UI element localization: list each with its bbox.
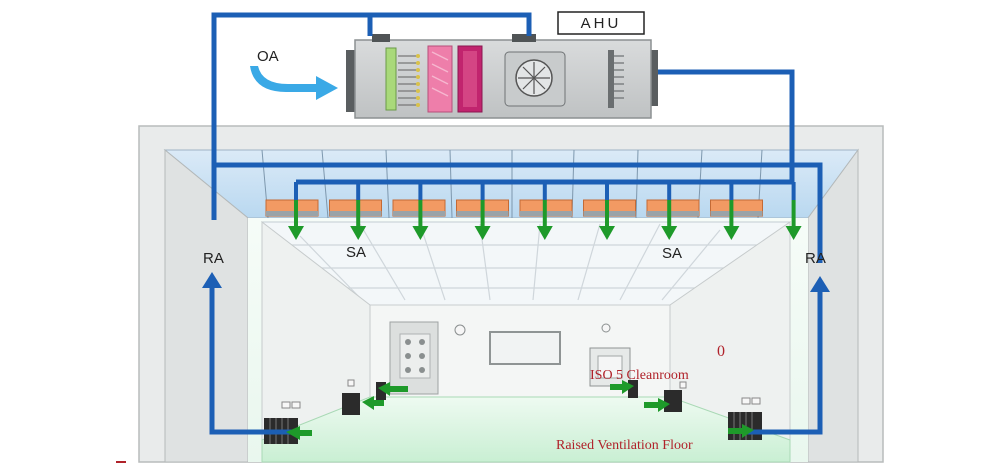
room-shell	[138, 125, 884, 463]
hepa-filter-frame	[329, 211, 382, 216]
supply-air-arrow	[661, 182, 678, 240]
oa-label: OA	[257, 48, 279, 65]
hepa-filter-frame	[266, 211, 318, 216]
ra-left-duct	[202, 272, 296, 435]
back-window	[489, 331, 561, 365]
sa-label-left: SA	[346, 244, 366, 261]
supply-air-arrow	[288, 182, 304, 240]
hepa-filter-frame	[647, 211, 699, 216]
hepa-filter-frame	[710, 211, 763, 216]
supply-air-arrow	[785, 182, 802, 240]
stray-mark: 0	[717, 343, 725, 360]
supply-air-drops	[288, 182, 802, 240]
ra-label-left: RA	[203, 250, 224, 267]
wall-lamp-icon	[601, 323, 611, 333]
sa-label-right: SA	[662, 245, 682, 262]
pass-through-door	[389, 321, 439, 395]
ra-right-duct	[742, 276, 830, 435]
pass-box	[589, 347, 631, 387]
ahu-label: AHU	[581, 15, 622, 32]
supply-air-arrow	[599, 182, 615, 240]
supply-air-arrow	[474, 182, 491, 240]
cleanroom-label: ISO 5 Cleanroom	[590, 368, 689, 383]
wall-clock-icon	[454, 324, 466, 336]
hepa-filter-frame	[583, 211, 636, 216]
wall-outlets	[281, 379, 761, 409]
ra-label-right: RA	[805, 250, 826, 267]
floor-label: Raised Ventilation Floor	[556, 438, 693, 453]
supply-air-arrow	[412, 182, 429, 240]
outdoor-air-arrow	[250, 66, 338, 100]
supply-air-arrow	[350, 182, 367, 240]
floor-return-arrows	[286, 380, 754, 440]
ahu-unit	[346, 34, 658, 119]
supply-air-arrow	[536, 182, 553, 240]
ahu-label-box	[557, 11, 645, 35]
supply-air-arrow	[723, 182, 740, 240]
